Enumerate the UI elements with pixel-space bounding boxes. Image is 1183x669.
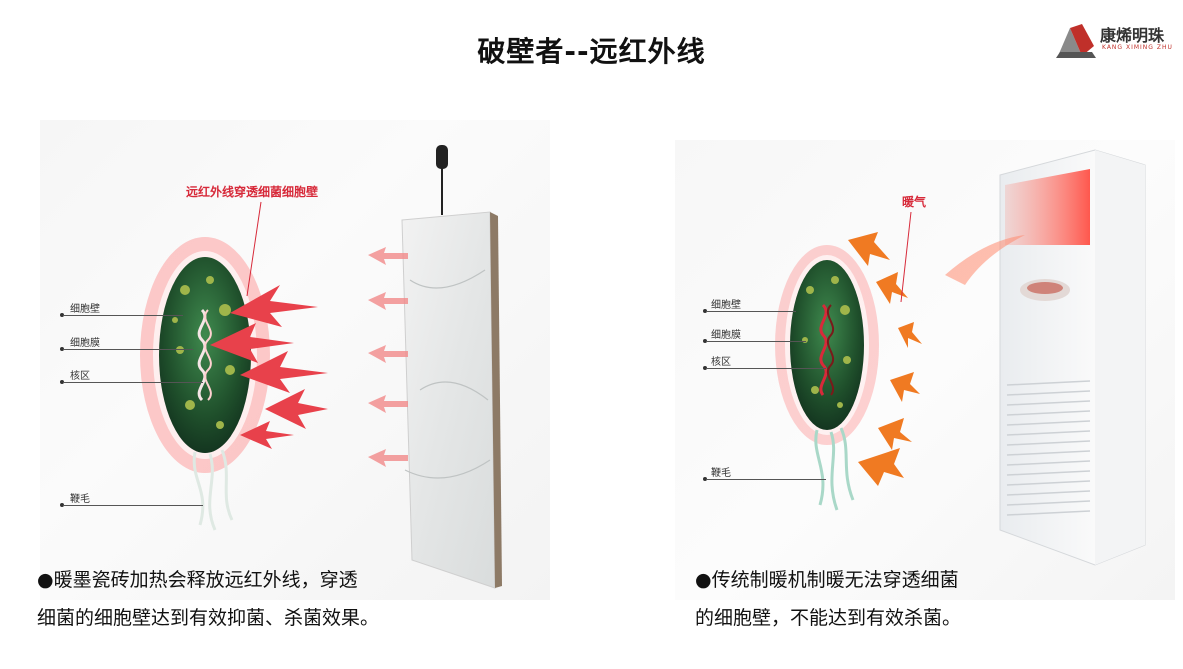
infrared-arrows-left [210,285,328,449]
label-dot [703,339,707,343]
page-title: 破壁者--远红外线 [477,35,706,68]
label-cell-wall: 细胞壁 [70,304,100,315]
caption-right-line2: 的细胞壁，不能达到有效杀菌。 [695,607,962,629]
label-dot [60,313,64,317]
label-line [63,315,183,316]
label-dot [60,347,64,351]
logo-mark-icon [1056,24,1096,58]
brand-logo: 康烯明珠 KANG XIMING ZHU [1052,16,1177,62]
caption-right: ●传统制暖机制暖无法穿透细菌 的细胞壁，不能达到有效杀菌。 [695,561,1135,637]
label-line [63,349,193,350]
bullet: ● [37,569,54,591]
callout-pointer-line [900,211,912,303]
label-cell-wall: 细胞壁 [711,300,741,311]
label-line [63,505,203,506]
label-dot [703,309,707,313]
bullet: ● [695,569,712,591]
label-line [706,341,806,342]
bacterium-illustration-left [140,237,270,531]
caption-left-line1: 暖墨瓷砖加热会释放远红外线，穿透 [53,569,358,591]
caption-right-line1: 传统制暖机制暖无法穿透细菌 [711,569,959,591]
label-cell-membrane: 细胞膜 [70,338,100,349]
callout-pointer-line [246,201,262,297]
logo-subtext: KANG XIMING ZHU [1102,44,1173,51]
label-nucleoid: 核区 [70,371,90,382]
label-line [706,368,826,369]
label-nucleoid: 核区 [711,357,731,368]
callout-infrared-penetration: 远红外线穿透细菌细胞壁 [186,185,319,199]
label-dot [60,380,64,384]
infrared-wave-arrows [368,247,408,467]
label-dot [703,477,707,481]
label-line [706,311,796,312]
logo-text: 康烯明珠 [1100,26,1165,45]
label-line [63,382,203,383]
marble-tile-heater-image [401,145,502,589]
label-dot [703,366,707,370]
bacterium-illustration-right [775,245,879,511]
caption-left-line2: 细菌的细胞壁达到有效抑菌、杀菌效果。 [37,607,380,629]
callout-heating: 暖气 [902,195,927,209]
floor-air-conditioner-image [945,149,1146,566]
label-line [706,479,826,480]
label-dot [60,503,64,507]
caption-left: ●暖墨瓷砖加热会释放远红外线，穿透 细菌的细胞壁达到有效抑菌、杀菌效果。 [37,561,477,637]
label-flagellum: 鞭毛 [711,468,731,479]
label-cell-membrane: 细胞膜 [711,330,741,341]
label-flagellum: 鞭毛 [70,494,90,505]
warm-air-arrows-right [848,232,922,486]
